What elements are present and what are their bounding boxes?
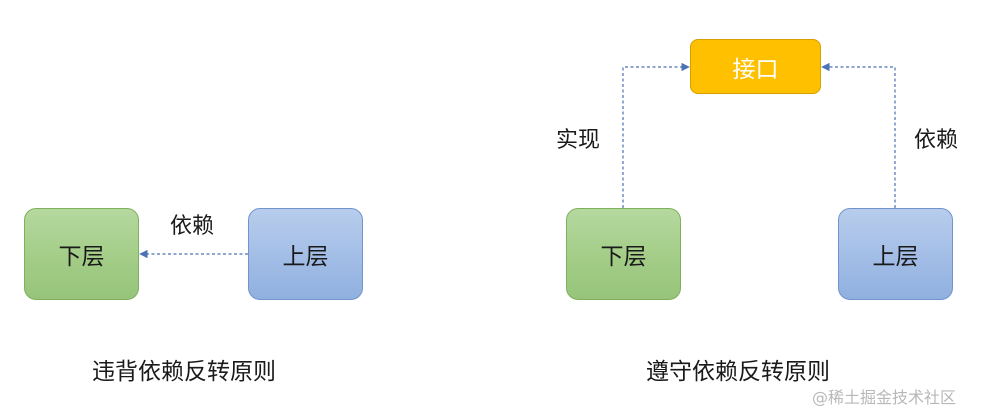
right-lower-layer-box: 下层	[566, 208, 681, 300]
left-upper-layer-label: 上层	[282, 244, 329, 270]
right-implements-label: 实现	[556, 128, 601, 153]
right-implements-arrow	[622, 62, 690, 208]
watermark: @稀土掘金技术社区	[812, 388, 957, 407]
left-depends-label: 依赖	[170, 214, 215, 239]
left-lower-layer-label: 下层	[58, 244, 105, 270]
right-depends-arrow	[821, 62, 896, 208]
right-upper-layer-box: 上层	[838, 208, 953, 300]
left-upper-layer-box: 上层	[248, 208, 363, 300]
right-lower-layer-label: 下层	[600, 244, 647, 270]
right-depends-label: 依赖	[914, 128, 959, 153]
interface-box: 接口	[690, 39, 821, 94]
right-caption: 遵守依赖反转原则	[646, 359, 830, 385]
left-lower-layer-box: 下层	[24, 208, 139, 300]
right-upper-layer-label: 上层	[872, 244, 919, 270]
interface-label: 接口	[732, 56, 779, 83]
left-caption: 违背依赖反转原则	[92, 359, 276, 385]
